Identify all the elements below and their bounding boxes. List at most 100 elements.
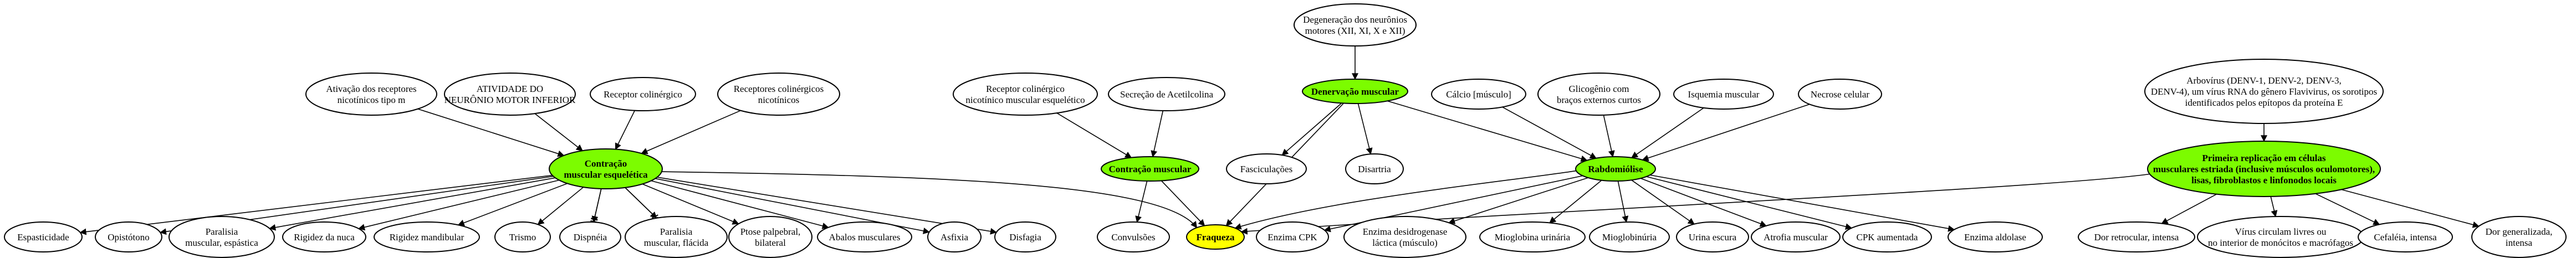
node-label: Rigidez da nuca — [294, 232, 355, 242]
node-label: Espasticidade — [17, 232, 69, 242]
edge-secrecao-acetilcolina-to-contracao-muscular — [1151, 110, 1164, 158]
edge-contracao-esqueletica-to-disfagia — [657, 177, 997, 235]
edge-primeira-replicacao-to-virus-circulam — [2270, 196, 2278, 218]
node-atrofia: Atrofia muscular — [1751, 221, 1841, 252]
node-label: Receptor colinérgico — [604, 89, 682, 100]
node-ptose: Ptose palpebral,bilateral — [728, 216, 812, 258]
node-label: Trismo — [509, 232, 536, 242]
node-label: Primeira replicação em células — [2202, 153, 2326, 163]
node-label: Dor retrocular, intensa — [2094, 232, 2179, 242]
node-label: Dispnéia — [574, 232, 607, 242]
edge-rabdomiolise-to-cpk-aumentada — [1646, 176, 1852, 230]
node-receptor-colinergico: Receptor colinérgico — [590, 77, 696, 111]
node-trismo: Trismo — [494, 221, 551, 252]
node-label: motores (XII, XI, X e XII) — [1305, 25, 1405, 36]
node-label: nicotínico muscular esquelético — [965, 95, 1085, 105]
node-secrecao-acetilcolina: Secreção de Acetilcolina — [1108, 77, 1225, 111]
edge-glicogenio-to-rabdomiolise — [1603, 115, 1615, 158]
node-label: Fasciculações — [1240, 164, 1292, 174]
node-label: musculares estriada (inclusive músculos … — [2153, 164, 2375, 174]
edge-receptores-colinergicos-nicotinicos-to-contracao-esqueletica — [641, 110, 741, 154]
node-enzima-aldolase: Enzima aldolase — [1948, 221, 2043, 252]
edge-calcio-to-rabdomiolise — [1502, 106, 1597, 159]
edge-rabdomiolise-to-enzima-desidrogenase — [1448, 177, 1588, 224]
node-dor-retroocular: Dor retrocular, intensa — [2078, 221, 2195, 252]
node-label: Ptose palpebral, — [740, 226, 801, 237]
node-abalos: Abalos musculares — [817, 221, 912, 252]
edge-isquemia-to-rabdomiolise — [1631, 107, 1704, 158]
node-convulsoes: Convulsões — [1097, 221, 1170, 252]
node-label: Rabdomiólise — [1588, 164, 1643, 174]
edge-primeira-replicacao-to-cefaleia — [2315, 193, 2380, 225]
node-label: Arbovírus (DENV-1, DENV-2, DENV-3, — [2186, 75, 2342, 86]
edge-contracao-esqueletica-to-rigidez-nuca — [358, 179, 560, 231]
edge-receptor-nicotinico-esqueletico-to-contracao-muscular — [1056, 112, 1132, 158]
edge-denervacao-to-rabdomiolise — [1387, 100, 1588, 162]
edge-primeira-replicacao-to-dor-retroocular — [2161, 193, 2217, 224]
node-label: Receptor colinérgico — [986, 84, 1065, 94]
edge-contracao-muscular-to-fraqueza — [1161, 180, 1205, 226]
node-label: identificados pelos epítopos da proteína… — [2185, 97, 2343, 108]
node-enzima-cpk: Enzima CPK — [1256, 221, 1329, 252]
node-label: Disartria — [1358, 164, 1391, 174]
node-calcio: Cálcio [músculo] — [1431, 79, 1526, 110]
node-label: Enzima CPK — [1267, 232, 1317, 242]
node-label: Abalos musculares — [829, 232, 901, 242]
edge-contracao-esqueletica-to-ptose — [642, 183, 739, 225]
node-label: Vírus circulam livres ou — [2235, 226, 2327, 237]
node-label: braços externos curtos — [1557, 95, 1641, 105]
node-cefaleia: Cefaléia, intensa — [2358, 221, 2453, 252]
node-label: Rigidez mandibular — [390, 232, 464, 242]
node-denervacao: Denervação muscular — [1302, 79, 1408, 104]
edge-atividade-neuronio-to-contracao-esqueletica — [534, 113, 583, 151]
node-rigidez-mandibular: Rigidez mandibular — [374, 221, 480, 252]
node-label: Receptores colinérgicos — [734, 84, 824, 94]
node-label: Cefaléia, intensa — [2374, 232, 2437, 242]
node-label: muscular esquelética — [564, 169, 648, 180]
node-label: Paralisia — [206, 226, 238, 237]
node-asfixia: Asfixia — [927, 221, 982, 252]
node-fasciculacoes: Fasciculações — [1226, 153, 1307, 184]
edge-contracao-esqueletica-to-espasticidade — [79, 174, 553, 235]
node-label: Cálcio [músculo] — [1446, 89, 1511, 100]
node-label: Necrose celular — [1811, 89, 1870, 100]
edge-primeira-replicacao-to-dor-generalizada — [2341, 189, 2480, 228]
edge-contracao-esqueletica-to-paralisia-flacida — [625, 187, 657, 218]
edge-rabdomiolise-to-mioglobina-urinaria — [1549, 179, 1602, 224]
node-label: DENV-4), um vírus RNA do gênero Flavivir… — [2151, 86, 2377, 97]
node-label: NEURÔNIO MOTOR INFERIOR — [444, 95, 576, 105]
node-mioglobinuria: Mioglobinúria — [1589, 221, 1670, 252]
node-label: Dor generalizada, — [2486, 226, 2553, 237]
node-label: Contração muscular — [1109, 164, 1192, 174]
edge-contracao-esqueletica-to-fraqueza — [661, 171, 1198, 229]
node-label: no interior de monócitos e macrófagos — [2208, 238, 2353, 248]
node-espasticidade: Espasticidade — [4, 221, 83, 252]
node-isquemia: Isquemia muscular — [1673, 79, 1774, 110]
node-dor-generalizada: Dor generalizada,intensa — [2471, 216, 2567, 258]
edge-necrose-to-rabdomiolise — [1642, 104, 1810, 162]
node-label: Isquemia muscular — [1688, 89, 1760, 100]
node-necrose: Necrose celular — [1798, 79, 1882, 110]
node-label: Mioglobinúria — [1602, 232, 1657, 242]
edge-contracao-esqueletica-to-trismo — [537, 187, 584, 225]
node-label: Denervação muscular — [1311, 86, 1399, 97]
node-label: Enzima desidrogenase — [1363, 226, 1447, 237]
node-label: Glicogênio com — [1568, 84, 1629, 94]
node-label: intensa — [2506, 238, 2533, 248]
node-label: nicotínicos — [758, 95, 800, 105]
node-cpk-aumentada: CPK aumentada — [1842, 221, 1932, 252]
node-label: Fraqueza — [1197, 232, 1235, 242]
node-label: Ativação dos receptores — [326, 84, 416, 94]
edge-denervacao-to-disartria — [1357, 103, 1373, 155]
node-arbovirus: Arbovírus (DENV-1, DENV-2, DENV-3,DENV-4… — [2144, 59, 2384, 124]
node-label: ATIVIDADE DO — [477, 84, 543, 94]
edge-rabdomiolise-to-urina-escura — [1631, 179, 1695, 225]
node-urina-escura: Urina escura — [1676, 221, 1749, 252]
node-label: Urina escura — [1689, 232, 1737, 242]
